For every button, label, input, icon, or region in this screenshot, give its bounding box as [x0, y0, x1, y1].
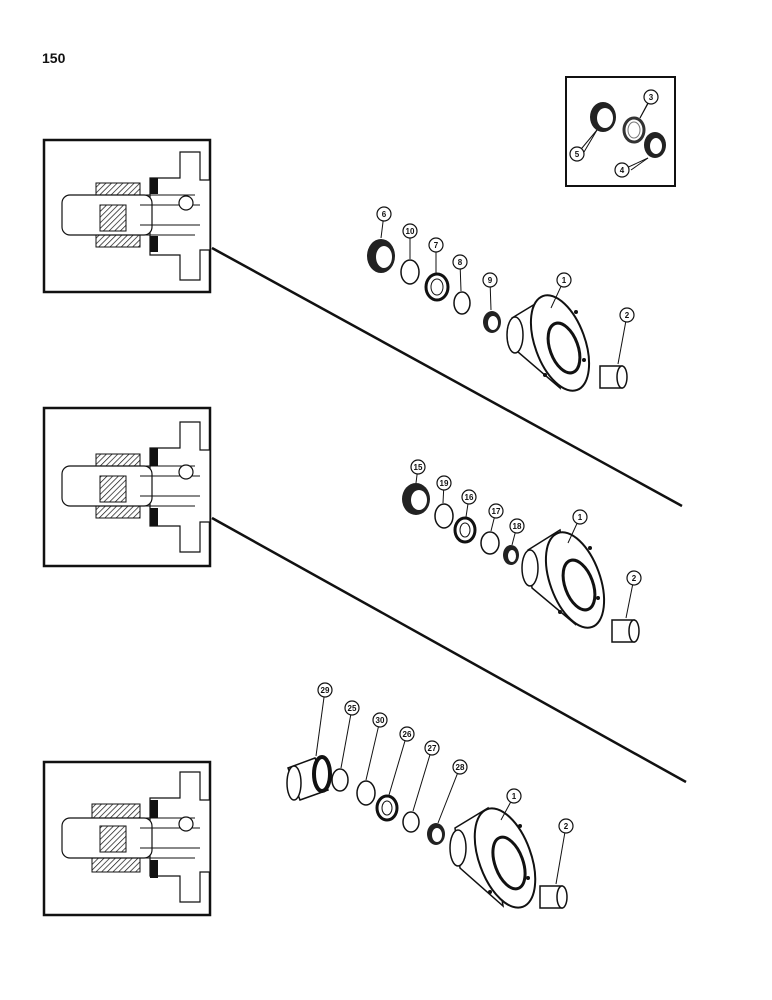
cup-29-part — [286, 755, 332, 801]
group-1-callout-7: 7 — [428, 237, 444, 273]
group-1-callout-8: 8 — [452, 254, 468, 292]
seal-15-part — [402, 483, 430, 515]
group-2-callout-18: 18 — [509, 518, 525, 546]
group-3-callout-29: 29 — [315, 682, 333, 757]
ring-10-part — [400, 259, 420, 285]
ring-30-part — [356, 780, 376, 806]
bearing-26-part — [375, 794, 399, 822]
hub-1-part — [521, 528, 606, 629]
group-3-callout-1: 1 — [500, 788, 522, 821]
cross-section-panel-3 — [42, 760, 212, 917]
seal-5-part — [590, 102, 616, 132]
inset-callout-3: 3 — [639, 89, 659, 119]
group-3-callout-28: 28 — [437, 759, 468, 824]
callout-number: 15 — [414, 463, 423, 472]
callout-number: 19 — [440, 479, 449, 488]
ring-17-part — [480, 531, 500, 555]
group-2-callout-16: 16 — [461, 489, 477, 518]
leader-line-2 — [211, 516, 687, 784]
callout-number: 8 — [458, 258, 463, 267]
hub-1-part — [506, 294, 591, 392]
seal-18-part — [503, 545, 519, 565]
group-2-parts — [402, 483, 640, 643]
callout-number: 10 — [406, 227, 415, 236]
group-1-callout-10: 10 — [402, 223, 418, 259]
cross-section-panel-1 — [42, 138, 212, 294]
callout-number: 2 — [564, 822, 569, 831]
callout-number: 9 — [488, 276, 493, 285]
cross-section-panel-2 — [42, 406, 212, 568]
seal-3-part — [622, 116, 646, 144]
ring-19-part — [434, 503, 454, 529]
callout-number: 29 — [321, 686, 330, 695]
callout-number: 4 — [620, 166, 625, 175]
callout-number: 1 — [562, 276, 567, 285]
bearing-16-part — [453, 516, 477, 544]
group-2-callout-19: 19 — [436, 475, 452, 504]
group-2-callout-15: 15 — [410, 459, 426, 484]
callout-number: 7 — [434, 241, 439, 250]
bushing-2-part — [599, 365, 628, 389]
group-1-callout-2: 2 — [617, 307, 635, 365]
group-3-callout-30: 30 — [365, 712, 388, 781]
callout-number: 1 — [578, 513, 583, 522]
inset-callout-4: 4 — [614, 157, 649, 178]
bearing-7-part — [424, 272, 450, 302]
callout-number: 2 — [632, 574, 637, 583]
ring-27-part — [402, 811, 420, 833]
group-2-callout-2: 2 — [625, 570, 642, 619]
group-2-callout-17: 17 — [488, 503, 504, 532]
callout-number: 3 — [649, 93, 654, 102]
bushing-2-part — [611, 619, 640, 643]
group-1-callout-1: 1 — [550, 272, 572, 309]
callout-number: 1 — [512, 792, 517, 801]
callout-number: 30 — [376, 716, 385, 725]
hub-1-part — [449, 806, 537, 909]
callout-number: 27 — [428, 744, 437, 753]
callout-number: 6 — [382, 210, 387, 219]
leader-line-1 — [211, 246, 683, 508]
bushing-2-part — [539, 885, 568, 909]
ring-25-part — [331, 768, 349, 792]
group-2-callout-1: 1 — [567, 509, 588, 544]
callout-number: 17 — [492, 507, 501, 516]
seal-9-part — [483, 311, 501, 333]
group-3-callout-25: 25 — [340, 700, 360, 769]
callout-number: 26 — [403, 730, 412, 739]
seal-28-part — [427, 823, 445, 845]
group-1-parts — [367, 239, 628, 392]
group-3-callout-2: 2 — [555, 818, 574, 885]
group-1-callout-6: 6 — [376, 206, 392, 239]
callout-number: 25 — [348, 704, 357, 713]
ring-8-part — [453, 291, 471, 315]
group-1-callout-9: 9 — [482, 272, 498, 311]
group-3-callout-27: 27 — [412, 740, 440, 812]
inset-callout-5: 5 — [569, 129, 598, 162]
seal-6-part — [367, 239, 395, 273]
callout-number: 5 — [575, 150, 580, 159]
seal-4-part — [644, 132, 666, 158]
group-3-callout-26: 26 — [388, 726, 415, 796]
callout-number: 28 — [456, 763, 465, 772]
callout-number: 16 — [465, 493, 474, 502]
group-3-parts — [286, 755, 568, 909]
page-number: 150 — [42, 50, 66, 66]
callout-number: 2 — [625, 311, 630, 320]
callout-number: 18 — [513, 522, 522, 531]
